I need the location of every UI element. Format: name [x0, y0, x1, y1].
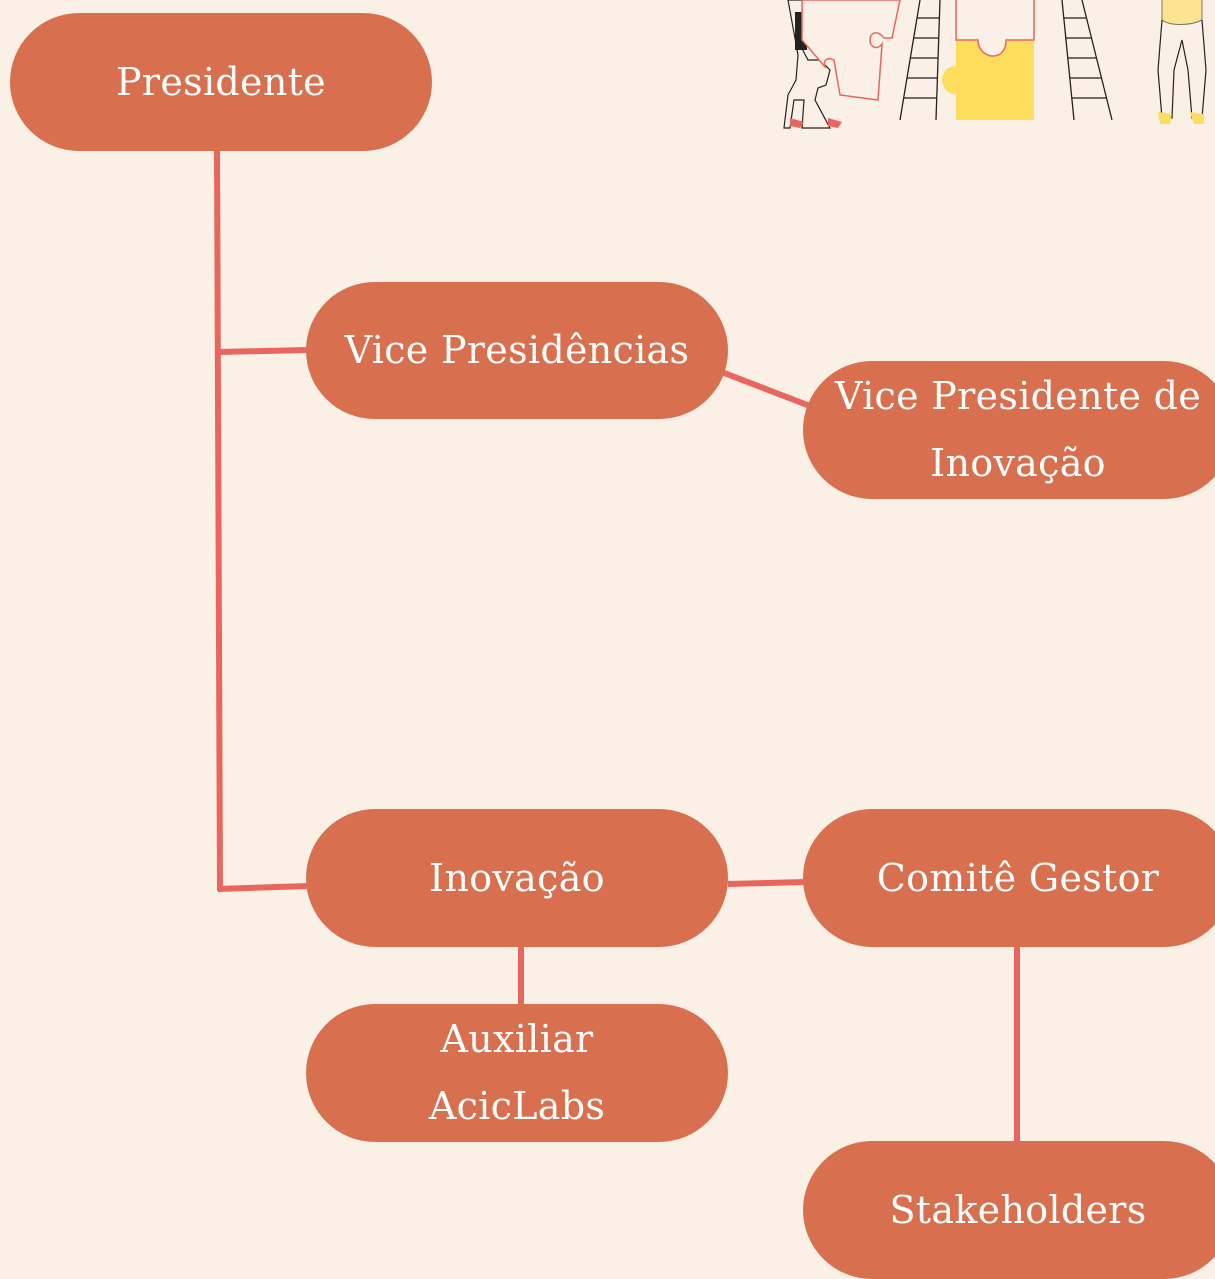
node-auxiliar-line1: Auxiliar: [440, 1017, 594, 1061]
puzzle-ladders-people-icon: [783, 0, 1207, 129]
connector-inovacao-comite-gestor: [727, 879, 806, 887]
node-stakeholders-label: Stakeholders: [889, 1187, 1147, 1232]
node-inovacao: Inovação: [306, 809, 728, 947]
node-stakeholders: Stakeholders: [803, 1141, 1215, 1279]
node-comite-gestor: Comitê Gestor: [803, 809, 1215, 947]
node-auxiliar-aciclabs: Auxiliar AcicLabs: [306, 1004, 728, 1142]
node-presidente: Presidente: [10, 13, 432, 151]
node-vice-presidencias: Vice Presidências: [306, 282, 728, 419]
connector-trunk-vice-presidencias: [217, 347, 309, 355]
node-auxiliar-line2: AcicLabs: [428, 1084, 606, 1128]
node-vice-presidente-de-inovacao: Vice Presidente de Inovação: [803, 361, 1215, 499]
node-vp-inovacao-line2: Inovação: [930, 441, 1106, 485]
connector-presidente-trunk: [214, 149, 223, 892]
node-comite-gestor-label: Comitê Gestor: [876, 855, 1160, 900]
node-inovacao-label: Inovação: [429, 855, 605, 900]
connector-trunk-inovacao: [217, 883, 309, 892]
node-presidente-label: Presidente: [116, 59, 326, 104]
node-vice-presidencias-label: Vice Presidências: [344, 328, 690, 372]
node-vp-inovacao-line1: Vice Presidente de: [835, 374, 1201, 418]
